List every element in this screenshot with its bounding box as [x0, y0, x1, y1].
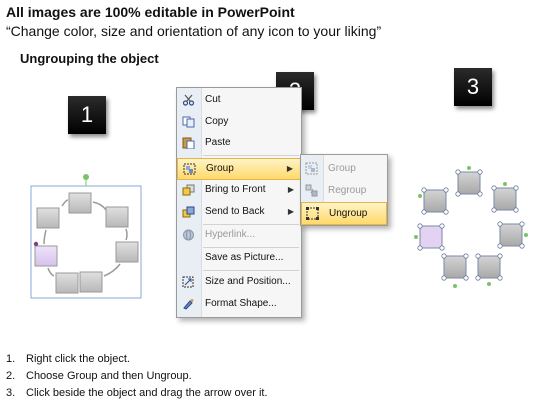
menu-item-label: Size and Position... — [205, 276, 291, 287]
group-icon — [183, 163, 196, 175]
grouped-cycle-diagram[interactable] — [28, 172, 148, 304]
menu-item-save-as-picture[interactable]: Save as Picture... — [177, 248, 301, 268]
submenu-item-label: Ungroup — [329, 208, 368, 219]
menu-separator — [203, 155, 299, 156]
instruction-number: 1. — [6, 353, 16, 365]
menu-item-label: Group — [206, 163, 234, 174]
menu-item-copy[interactable]: Copy — [177, 112, 301, 132]
menu-item-label: Bring to Front — [205, 184, 266, 195]
menu-item-label: Format Shape... — [205, 298, 277, 309]
selection-handles[interactable] — [417, 169, 525, 281]
copy-icon — [182, 116, 195, 128]
step-badge-3: 3 — [454, 68, 492, 106]
submenu-item-label: Regroup — [328, 185, 367, 196]
format-shape-icon — [182, 298, 195, 310]
submenu-arrow-icon: ▶ — [287, 207, 294, 216]
menu-item-size-and-position[interactable]: Size and Position... — [177, 272, 301, 292]
paste-icon — [182, 137, 195, 150]
send-to-back-icon — [182, 206, 195, 218]
rotation-handles[interactable] — [414, 166, 528, 288]
header-title: All images are 100% editable in PowerPoi… — [6, 4, 295, 20]
instruction-item: 3. Click beside the object and drag the a… — [6, 385, 268, 402]
ungrouped-cycle-diagram[interactable] — [412, 166, 530, 292]
menu-item-label: Send to Back — [205, 206, 265, 217]
ungrouped-shapes — [419, 171, 523, 279]
submenu-item-ungroup[interactable]: Ungroup — [301, 202, 387, 225]
submenu-arrow-icon: ▶ — [286, 164, 293, 173]
menu-item-label: Paste — [205, 137, 231, 148]
menu-item-label: Cut — [205, 94, 221, 105]
group-submenu: Group Regroup Ungroup — [300, 154, 388, 226]
menu-separator — [203, 224, 299, 225]
group-icon — [305, 162, 318, 175]
ungroup-icon — [306, 207, 319, 220]
step-badge-1: 1 — [68, 96, 106, 134]
instructions-list: 1. Right click the object. 2. Choose Group… — [6, 351, 268, 402]
instruction-item: 2. Choose Group and then Ungroup. — [6, 368, 268, 385]
regroup-icon — [305, 184, 318, 197]
menu-separator — [203, 247, 299, 248]
submenu-item-regroup[interactable]: Regroup — [301, 180, 387, 201]
scissors-icon — [182, 94, 195, 106]
anchor-point — [33, 241, 39, 247]
menu-item-send-to-back[interactable]: Send to Back ▶ — [177, 202, 301, 222]
context-menu: Cut Copy Paste Group ▶ Bring to Front ▶ … — [176, 87, 302, 318]
rotation-handle[interactable] — [83, 174, 89, 180]
menu-item-cut[interactable]: Cut — [177, 90, 301, 110]
menu-item-hyperlink[interactable]: Hyperlink... — [177, 225, 301, 245]
size-position-icon — [182, 276, 195, 288]
cycle-arrows — [43, 199, 128, 277]
menu-item-label: Copy — [205, 116, 229, 127]
instruction-number: 3. — [6, 387, 16, 399]
instruction-text: Choose Group and then Ungroup. — [26, 370, 192, 382]
menu-item-format-shape[interactable]: Format Shape... — [177, 294, 301, 314]
section-subtitle: Ungrouping the object — [20, 51, 159, 66]
instruction-item: 1. Right click the object. — [6, 351, 268, 368]
note-group — [34, 192, 139, 294]
instruction-text: Right click the object. — [26, 353, 130, 365]
bring-to-front-icon — [182, 184, 195, 196]
submenu-item-label: Group — [328, 163, 356, 174]
instruction-text: Click beside the object and drag the arr… — [26, 387, 268, 399]
menu-item-paste[interactable]: Paste — [177, 133, 301, 153]
header-tagline: “Change color, size and orientation of a… — [6, 23, 382, 39]
submenu-item-group[interactable]: Group — [301, 158, 387, 179]
instruction-number: 2. — [6, 370, 16, 382]
globe-icon — [182, 229, 195, 241]
menu-item-label: Save as Picture... — [205, 252, 284, 263]
menu-item-label: Hyperlink... — [205, 229, 256, 240]
submenu-arrow-icon: ▶ — [287, 185, 294, 194]
menu-item-group[interactable]: Group ▶ — [177, 158, 301, 180]
menu-separator — [203, 270, 299, 271]
menu-item-bring-to-front[interactable]: Bring to Front ▶ — [177, 180, 301, 200]
